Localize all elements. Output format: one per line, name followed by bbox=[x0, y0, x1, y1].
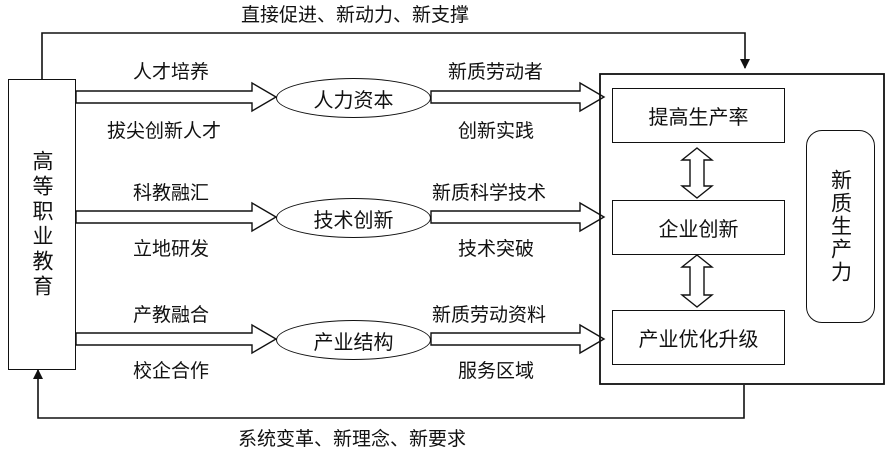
node-industrial-structure: 产业结构 bbox=[276, 320, 431, 360]
top-feedback-line bbox=[41, 32, 750, 79]
node-industrial-structure-label: 产业结构 bbox=[313, 329, 394, 354]
source-label: 高等职业教育 bbox=[30, 149, 54, 300]
result-frame bbox=[599, 73, 885, 385]
row2-upper-in-label: 科教融汇 bbox=[133, 182, 210, 204]
result-box: 新质生产力 bbox=[806, 130, 875, 323]
source-box: 高等职业教育 bbox=[8, 79, 76, 370]
target-productivity-label: 提高生产率 bbox=[648, 105, 749, 129]
row3-lower-in-label: 校企合作 bbox=[133, 360, 210, 382]
row1-upper-in-label: 人才培养 bbox=[133, 61, 210, 83]
row2-lower-out-label: 技术突破 bbox=[458, 238, 535, 260]
block-arrow-row3-in bbox=[75, 323, 278, 355]
row2-upper-out-label: 新质科学技术 bbox=[432, 182, 547, 204]
block-arrow-row1-in bbox=[75, 81, 278, 113]
node-human-capital: 人力资本 bbox=[276, 78, 431, 118]
node-human-capital-label: 人力资本 bbox=[313, 87, 394, 112]
row3-upper-in-label: 产教融合 bbox=[133, 304, 210, 326]
row3-upper-out-label: 新质劳动资料 bbox=[432, 304, 547, 326]
block-arrow-row2-out bbox=[430, 201, 606, 233]
target-productivity-box: 提高生产率 bbox=[612, 88, 785, 143]
top-feedback-label: 直接促进、新动力、新支撑 bbox=[241, 4, 470, 26]
double-arrow-1 bbox=[680, 147, 714, 199]
block-arrow-row2-in bbox=[75, 201, 278, 233]
row1-lower-out-label: 创新实践 bbox=[458, 120, 535, 142]
target-enterprise-innovation-label: 企业创新 bbox=[658, 217, 739, 241]
target-enterprise-innovation-box: 企业创新 bbox=[612, 200, 785, 255]
bottom-feedback-line bbox=[33, 369, 745, 419]
block-arrow-row1-out bbox=[430, 81, 606, 113]
target-industrial-upgrade-box: 产业优化升级 bbox=[612, 310, 785, 365]
double-arrow-2 bbox=[680, 254, 714, 308]
row1-upper-out-label: 新质劳动者 bbox=[448, 61, 544, 83]
bottom-feedback-label: 系统变革、新理念、新要求 bbox=[238, 428, 467, 450]
result-label: 新质生产力 bbox=[828, 169, 853, 284]
row2-lower-in-label: 立地研发 bbox=[133, 238, 210, 260]
node-tech-innovation-label: 技术创新 bbox=[313, 207, 394, 232]
node-tech-innovation: 技术创新 bbox=[276, 198, 431, 238]
block-arrow-row3-out bbox=[430, 323, 606, 355]
target-industrial-upgrade-label: 产业优化升级 bbox=[638, 327, 759, 351]
row1-lower-in-label: 拔尖创新人才 bbox=[107, 120, 222, 142]
row3-lower-out-label: 服务区域 bbox=[458, 360, 535, 382]
